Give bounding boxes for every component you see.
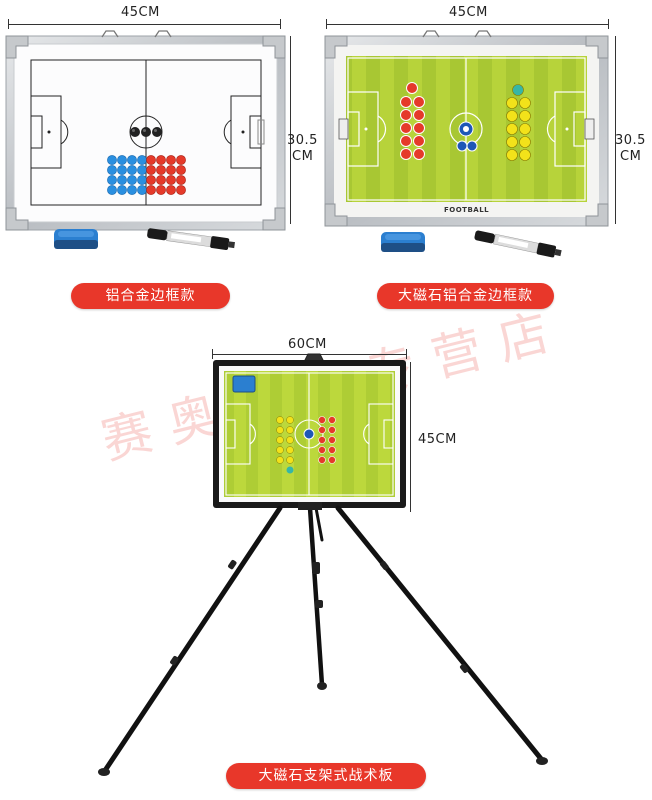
grass-board-height-line [615, 36, 616, 224]
grass-board-width-tick-left [326, 19, 327, 29]
grass-board-field-text: FOOTBALL [444, 206, 490, 214]
stand-board-width-tick-right [406, 349, 407, 359]
plain-board-height-label-top: 30.5 [287, 133, 318, 148]
stand-board-caption: 大磁石支架式战术板 [226, 763, 426, 789]
grass-board-width-tick-right [608, 19, 609, 29]
marker-pen-icon [147, 228, 235, 250]
stand-board-height-line [410, 362, 411, 512]
stand-board-height-label: 45CM [418, 432, 457, 447]
plain-board-height-line [290, 36, 291, 224]
eraser-icon [54, 229, 98, 249]
stand-board-width-tick-left [212, 349, 213, 359]
grass-board-height-label-bottom: CM [620, 149, 642, 164]
grass-board-caption: 大磁石铝合金边框款 [377, 283, 554, 309]
stand-tactics-board [90, 340, 560, 780]
grass-tactics-board: FOOTBALL [324, 30, 610, 228]
plain-board-caption: 铝合金边框款 [71, 283, 230, 309]
plain-board-width-tick-left [8, 19, 9, 29]
plain-board-width-label: 45CM [121, 5, 160, 20]
grass-board-width-line [326, 24, 608, 25]
plain-board-width-tick-right [280, 19, 281, 29]
plain-board-width-line [8, 24, 280, 25]
grass-board-width-label: 45CM [449, 5, 488, 20]
eraser-icon-right [381, 232, 425, 252]
marker-pen-icon-right [474, 230, 562, 258]
plain-tactics-board [5, 30, 287, 232]
stand-board-width-label: 60CM [288, 337, 327, 352]
plain-board-height-label-bottom: CM [292, 149, 314, 164]
grass-board-height-label-top: 30.5 [615, 133, 646, 148]
